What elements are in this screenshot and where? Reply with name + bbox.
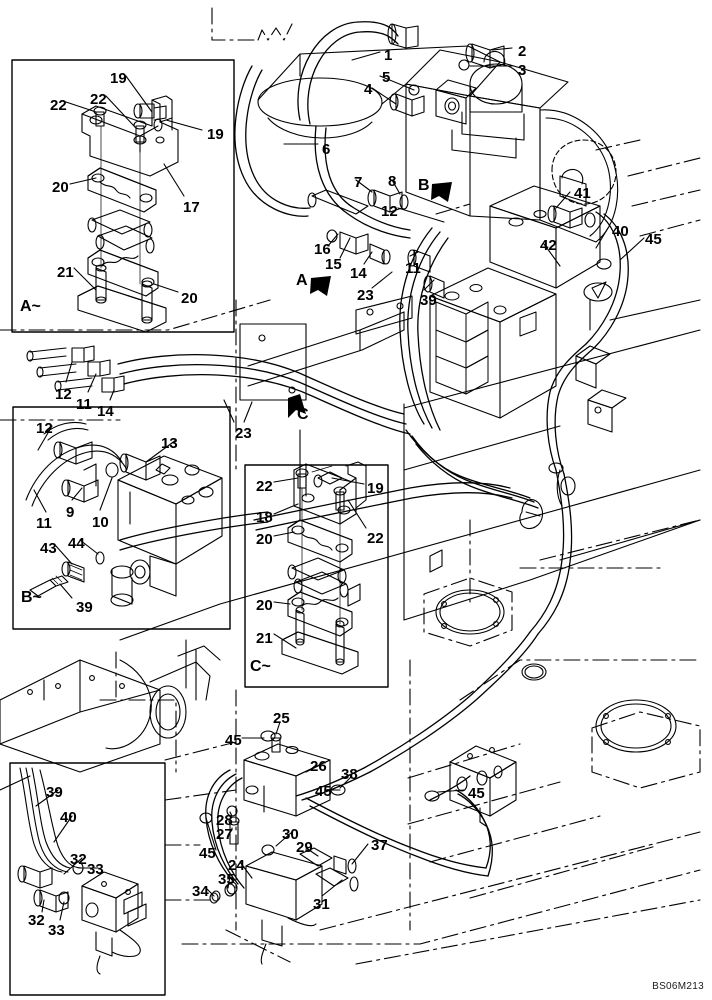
callout-5: 5: [382, 69, 391, 86]
callout-32-a: 32: [70, 851, 87, 868]
callout-1: 1: [384, 47, 393, 64]
undercarriage-structure: [0, 639, 221, 791]
drawing-number: BS06M213: [652, 981, 704, 992]
callout-12: 12: [381, 203, 398, 220]
callout-4: 4: [364, 81, 373, 98]
detail-box-frames: [9, 59, 389, 996]
callout-23: 23: [357, 287, 374, 304]
callout-26: 26: [310, 758, 327, 775]
callout-45-a: 45: [225, 732, 242, 749]
hose-fittings-main: [199, 23, 627, 904]
callout-17: 17: [183, 199, 200, 216]
detail-c-contents: [281, 461, 367, 675]
callout-34: 34: [192, 883, 209, 900]
callout-32-b: 32: [28, 912, 45, 929]
callout-11: 11: [405, 260, 421, 277]
callout-14: 14: [350, 265, 367, 282]
callout-8: 8: [388, 173, 397, 190]
callout-45-d: 45: [199, 845, 216, 862]
callout-11-top: 11: [76, 396, 92, 413]
section-letter-a: A: [296, 272, 308, 289]
callout-6: 6: [322, 141, 331, 158]
detail-box-a-label: A~: [20, 298, 41, 315]
callout-20-c1: 20: [256, 531, 273, 548]
callout-22-a2: 22: [90, 91, 107, 108]
callout-15: 15: [325, 256, 342, 273]
callout-20-c2: 20: [256, 597, 273, 614]
callout-35: 35: [218, 871, 235, 888]
callout-23-b: 23: [235, 425, 252, 442]
callout-18: 18: [256, 509, 273, 526]
callout-29: 29: [296, 839, 313, 856]
callout-39-b: 39: [76, 599, 93, 616]
section-letter-b: B: [418, 177, 430, 194]
detail-b-contents: [25, 421, 223, 607]
callout-7: 7: [354, 174, 363, 191]
callout-19-c: 19: [367, 480, 384, 497]
callout-21-a: 21: [57, 264, 74, 281]
callout-39-d: 39: [46, 784, 63, 801]
callout-27: 27: [216, 826, 233, 843]
detail-d-contents: [17, 767, 147, 975]
callout-45-c: 45: [468, 785, 485, 802]
chassis-phantom-lines: [0, 7, 701, 965]
callout-43: 43: [40, 540, 57, 557]
detail-box-b-label: B~: [21, 589, 42, 606]
callout-45-b: 45: [315, 783, 332, 800]
callout-11-b: 11: [36, 515, 52, 532]
callout-39: 39: [420, 292, 437, 309]
hydraulic-hose-runs: [117, 21, 629, 889]
section-arrows: [288, 182, 452, 418]
platform-deck: [119, 281, 701, 753]
callout-40: 40: [612, 223, 629, 240]
leader-lines: [33, 47, 645, 921]
callout-30: 30: [282, 826, 299, 843]
callout-42: 42: [540, 237, 557, 254]
callout-16: 16: [314, 241, 331, 258]
callout-28: 28: [216, 812, 233, 829]
callout-41: 41: [574, 185, 591, 202]
callout-25: 25: [273, 710, 290, 727]
callout-19-a2: 19: [207, 126, 224, 143]
section-letter-c: C: [297, 406, 309, 423]
pump-engine-body: [239, 45, 619, 419]
callout-37: 37: [371, 837, 388, 854]
detail-box-c-label: C~: [250, 658, 271, 675]
callout-10: 10: [92, 514, 109, 531]
callout-20-a2: 20: [181, 290, 198, 307]
callout-31: 31: [313, 896, 330, 913]
callout-9: 9: [66, 504, 75, 521]
callout-19-a1: 19: [110, 70, 127, 87]
callout-33-b: 33: [48, 922, 65, 939]
callout-40-d: 40: [60, 809, 77, 826]
callout-44: 44: [68, 535, 85, 552]
callout-21-c: 21: [256, 630, 273, 647]
pipe-cluster-left: [26, 345, 125, 393]
callout-24: 24: [228, 857, 245, 874]
callout-22-c2: 22: [367, 530, 384, 547]
callout-12-b: 12: [36, 420, 53, 437]
callout-14-top: 14: [97, 403, 114, 420]
callout-2: 2: [518, 43, 527, 60]
callout-22-a1: 22: [50, 97, 67, 114]
callout-12-top: 12: [55, 386, 72, 403]
callout-13: 13: [161, 435, 178, 452]
callout-3: 3: [518, 62, 527, 79]
callout-38: 38: [341, 766, 358, 783]
detail-a-contents: [77, 95, 179, 333]
callout-45: 45: [645, 231, 662, 248]
callout-20-a1: 20: [52, 179, 69, 196]
callout-33-a: 33: [87, 861, 104, 878]
callout-22-c1: 22: [256, 478, 273, 495]
